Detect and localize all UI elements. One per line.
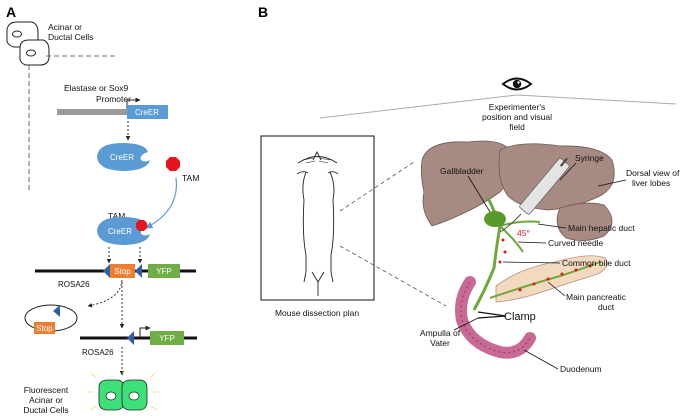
creer-gene-box (127, 105, 168, 119)
loxp-right-icon (135, 264, 142, 278)
duodenum-leader (523, 349, 559, 370)
clamp-icon (477, 311, 507, 319)
panel-b-letter: B (258, 4, 268, 20)
tam-label: TAM (182, 173, 199, 183)
hepatic-duct-branches (499, 220, 541, 253)
ampulla-label-line1: Ampulla of (420, 328, 461, 338)
curved-needle-label: Curved needle (548, 238, 604, 248)
yfp-label: YFP (156, 267, 172, 276)
syringe-icon (499, 157, 570, 233)
yfp-promoter-arrow-icon (139, 325, 151, 338)
cell-label-line1: Acinar or (48, 22, 82, 32)
gallbladder-leader (467, 175, 491, 213)
mouse-outline-icon (296, 150, 339, 296)
loxp-left-icon (103, 264, 110, 278)
excised-stop-label: Stop (36, 324, 53, 333)
liver-label-line1: Dorsal view of (626, 168, 680, 178)
liver-label-line2: liver lobes (632, 178, 670, 188)
common-bile-duct-leader (502, 261, 561, 264)
main-hepatic-duct-leader (537, 223, 567, 229)
eye-icon (501, 77, 533, 91)
angle-label: 45° (517, 228, 530, 238)
mouse-dissection-box (260, 135, 375, 301)
fluorescent-cells-icon (87, 370, 159, 411)
tam-bound-hexagon-icon (136, 220, 147, 231)
syringe-label: Syringe (575, 153, 604, 163)
zoom-line-upper (339, 161, 415, 212)
result-label-line2: Acinar or (29, 395, 63, 405)
rosa26-label: ROSA26 (58, 280, 90, 289)
gallbladder-label: Gallbladder (440, 166, 484, 176)
curved-needle-icon (499, 213, 522, 233)
ampulla-label-line2: Vater (430, 338, 450, 348)
binding-arrow (145, 177, 178, 229)
duodenum-label: Duodenum (560, 364, 602, 374)
recombined-yfp-label: YFP (159, 334, 175, 343)
pancreatic-label-line2: duct (598, 302, 615, 312)
result-label-line3: Ductal Cells (23, 405, 68, 415)
acinar-ductal-cells-icon (6, 21, 50, 66)
observer-label-line3: field (509, 122, 525, 132)
loxp-remaining-icon (127, 331, 134, 345)
tam-bound-label: TAM (108, 211, 125, 221)
yfp-gene-box (148, 264, 180, 278)
common-bile-duct-label: Common bile duct (562, 258, 631, 268)
promoter-bar (57, 109, 127, 115)
dye-dots (498, 238, 592, 292)
visual-field-left (319, 94, 518, 119)
curved-needle-leader (517, 241, 547, 244)
result-label-line1: Fluorescent (24, 385, 69, 395)
visual-field-right (516, 94, 677, 105)
ampulla-leader (453, 317, 479, 331)
creer-protein-label: CreER (110, 153, 134, 162)
pancreatic-label-line1: Main pancreatic (566, 292, 627, 302)
tam-hexagon-icon (166, 157, 180, 171)
panel-a-letter: A (6, 4, 16, 20)
excised-stop-box (34, 322, 55, 334)
stop-label: Stop (114, 267, 131, 276)
syringe-leader (559, 162, 577, 181)
main-hepatic-duct-label: Main hepatic duct (568, 223, 635, 233)
promoter-label-line2: Promoter (96, 94, 131, 104)
excision-arrow (87, 279, 123, 308)
recombined-yfp-box (150, 331, 184, 345)
observer-label-line1: Experimenter's (489, 102, 545, 112)
observer-label-line2: position and visual (482, 112, 552, 122)
pancreatic-leader (547, 281, 566, 297)
zoom-line-lower (339, 245, 447, 307)
cell-label-line2: Ductal Cells (48, 32, 93, 42)
creer-bound-label: CreER (108, 227, 132, 236)
duodenum-rings (460, 281, 531, 354)
gallbladder (484, 211, 506, 227)
promoter-label-line1: Elastase or Sox9 (64, 83, 129, 93)
liver-lobes (420, 140, 615, 241)
mouse-caption: Mouse dissection plan (275, 308, 359, 318)
loxp-loop-icon (53, 305, 60, 317)
recombined-rosa26-label: ROSA26 (82, 348, 114, 357)
creer-gene-label: CreER (135, 108, 159, 117)
liver-leader (597, 179, 627, 187)
clamp-label: Clamp (504, 311, 536, 323)
stop-cassette (110, 264, 135, 278)
creer-protein (97, 143, 150, 171)
